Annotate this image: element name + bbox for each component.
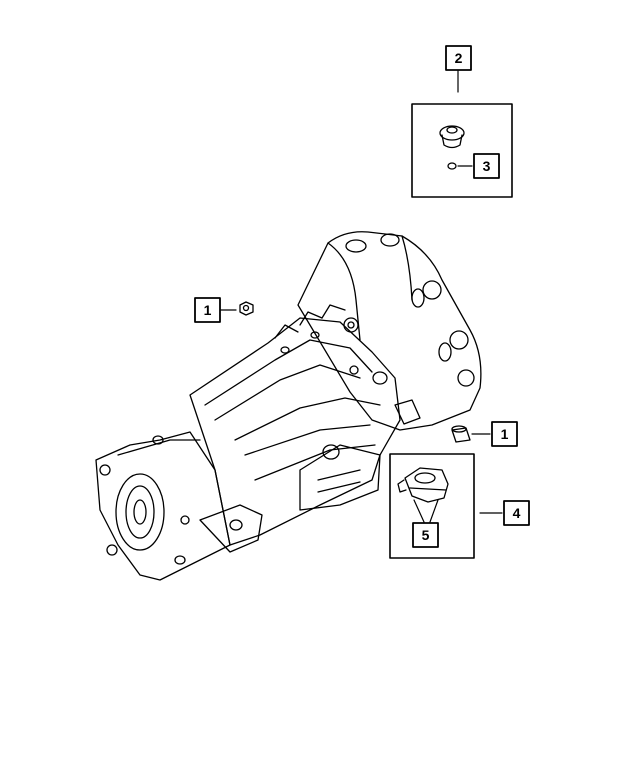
detail-box-2	[411, 103, 513, 198]
detail-box-4	[389, 453, 475, 559]
callout-label: 4	[513, 505, 521, 521]
o-ring-part	[447, 162, 457, 170]
callout-1-right: 1	[491, 421, 518, 447]
sensor-part	[397, 467, 449, 503]
callout-label: 2	[455, 50, 463, 66]
callout-label: 1	[204, 302, 212, 318]
leader-lines	[220, 70, 503, 523]
callout-label: 5	[422, 527, 430, 543]
nut-part-left	[239, 301, 254, 316]
cap-part	[439, 125, 465, 149]
plug-part-right	[451, 425, 471, 443]
callout-label: 3	[483, 158, 491, 174]
callout-5: 5	[412, 522, 439, 548]
callout-1-left: 1	[194, 297, 221, 323]
callout-2: 2	[445, 45, 472, 71]
callout-label: 1	[501, 426, 509, 442]
callout-4: 4	[503, 500, 530, 526]
transmission-assembly	[95, 231, 482, 581]
callout-3: 3	[473, 153, 500, 179]
